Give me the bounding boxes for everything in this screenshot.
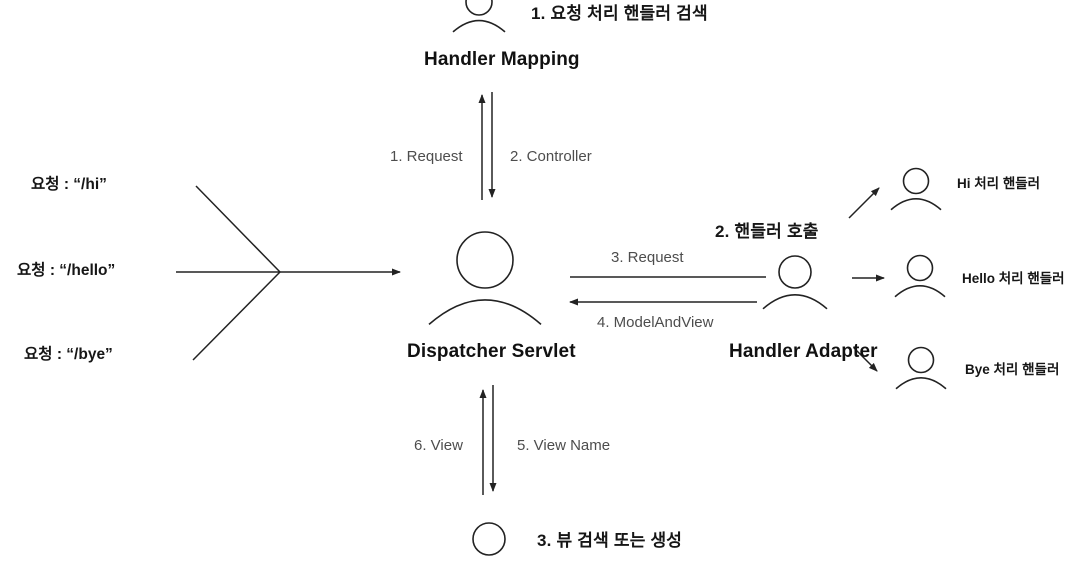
flow-label-modelandview: 4. ModelAndView xyxy=(597,314,714,331)
request-hi-line xyxy=(195,185,281,273)
dispatcher-servlet-person-icon xyxy=(429,232,541,324)
request-label-bye: 요청 : “/bye” xyxy=(24,346,113,363)
handler-adapter-title: Handler Adapter xyxy=(729,341,878,362)
handler-adapter-annotation: 2. 핸들러 호출 xyxy=(715,222,819,241)
call-hi-handler-arrow xyxy=(848,187,880,219)
flow-label-request: 1. Request xyxy=(390,148,463,165)
handler-mapping-annotation: 1. 요청 처리 핸들러 검색 xyxy=(531,4,708,23)
call-bye-handler-arrow xyxy=(853,347,878,372)
flow-label-request-3: 3. Request xyxy=(611,249,684,266)
hi-handler-person-icon xyxy=(891,169,941,210)
request-label-hello: 요청 : “/hello” xyxy=(17,262,116,279)
handler-mapping-person-icon xyxy=(453,0,505,32)
request-label-hi: 요청 : “/hi” xyxy=(31,176,107,193)
flow-label-viewname: 5. View Name xyxy=(517,437,611,454)
handler-mapping-title: Handler Mapping xyxy=(424,49,580,70)
view-resolver-annotation: 3. 뷰 검색 또는 생성 xyxy=(537,531,683,550)
handler-label-bye: Bye 처리 핸들러 xyxy=(965,362,1060,377)
dispatcher-title: Dispatcher Servlet xyxy=(407,341,576,362)
view-resolver-person-icon xyxy=(457,523,521,561)
handler-adapter-person-icon xyxy=(763,256,827,309)
flow-label-view: 6. View xyxy=(414,437,463,454)
handler-label-hi: Hi 처리 핸들러 xyxy=(957,176,1041,191)
hello-handler-person-icon xyxy=(895,256,945,297)
handler-label-hello: Hello 처리 핸들러 xyxy=(962,271,1065,286)
request-bye-line xyxy=(192,271,281,361)
flow-label-controller: 2. Controller xyxy=(510,148,592,165)
bye-handler-person-icon xyxy=(896,348,946,389)
